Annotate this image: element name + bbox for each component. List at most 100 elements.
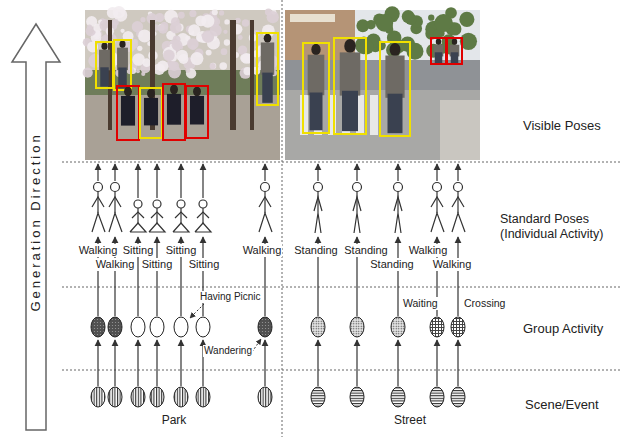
- pose-label: Walking: [78, 244, 119, 257]
- layer-arrow: [356, 164, 357, 181]
- layer-label: Standard Poses (Individual Activity): [499, 212, 621, 242]
- layer-arrow: [436, 340, 437, 386]
- figure-stroke: [173, 223, 189, 232]
- pose-label: Sitting: [141, 258, 174, 271]
- scene-event-circle: [258, 387, 272, 407]
- group-activity-circle: [174, 317, 188, 337]
- figure-stroke: [197, 212, 209, 218]
- figure-stroke: [452, 213, 465, 232]
- figure-stroke: [92, 213, 105, 232]
- street-photo: [285, 6, 480, 160]
- group-activity-circle: [131, 317, 145, 337]
- stick-figure: [109, 183, 122, 233]
- pose-label: Walking: [95, 258, 136, 271]
- detection-box: [431, 38, 446, 64]
- layer-arrow: [180, 340, 181, 386]
- figure-stroke: [354, 213, 360, 233]
- figure-stroke: [353, 197, 361, 211]
- callout-arrow: [252, 339, 261, 352]
- group-activity-circle: [91, 317, 105, 337]
- layer-arrow: [397, 340, 398, 386]
- pose-label: Standing: [343, 244, 388, 257]
- layer-label: Visible Poses: [522, 118, 602, 134]
- figure-stroke: [195, 223, 211, 232]
- scene-event-circle: [430, 387, 444, 407]
- layer-arrow: [97, 340, 98, 386]
- detection-box: [186, 86, 208, 138]
- stick-figure: [173, 200, 189, 232]
- layer-arrow: [137, 164, 138, 198]
- layer-arrow: [156, 237, 157, 316]
- figure-stroke: [130, 223, 146, 232]
- scene-event-circle: [131, 387, 145, 407]
- figure-stroke: [132, 212, 144, 218]
- layer-arrow: [114, 340, 115, 386]
- scene-event-circle: [174, 387, 188, 407]
- detection-box: [117, 86, 139, 140]
- layer-arrow: [457, 164, 458, 181]
- activity-callout: Wandering: [203, 345, 253, 357]
- figure-stroke: [395, 213, 401, 233]
- figure-stroke: [394, 197, 402, 211]
- scene-event-circle: [391, 387, 405, 407]
- group-activity-circle: [391, 317, 405, 337]
- group-activity-circle: [150, 317, 164, 337]
- activity-callout: Having Picnic: [199, 291, 262, 303]
- figure-stroke: [175, 212, 187, 218]
- group-activity-circle: [350, 317, 364, 337]
- activity-callout: Waiting: [402, 297, 439, 310]
- layer-arrow: [114, 164, 115, 181]
- figure-stroke: [452, 197, 464, 207]
- figure-stroke: [431, 213, 444, 232]
- scene-event-circle: [451, 387, 465, 407]
- stick-figure: [195, 200, 211, 232]
- pose-label: Sitting: [122, 244, 155, 257]
- pose-label: Standing: [369, 258, 414, 271]
- stick-figure: [431, 183, 444, 233]
- detection-box: [114, 40, 131, 90]
- layer-arrow: [264, 340, 265, 386]
- scene-event-circle: [350, 387, 364, 407]
- detection-box: [140, 88, 162, 138]
- activity-callout: Crossing: [463, 297, 506, 310]
- scene-divider: [282, 0, 283, 437]
- park-photo: [83, 6, 280, 160]
- figure-stroke: [259, 197, 271, 207]
- layer-label: Group Activity: [522, 321, 604, 337]
- figure-stroke: [436, 192, 437, 214]
- layer-arrow: [317, 340, 318, 386]
- layer-arrow: [457, 237, 458, 316]
- pose-label: Walking: [242, 244, 283, 257]
- figure-stroke: [457, 192, 458, 214]
- layer-arrow: [202, 164, 203, 198]
- group-activity-circle: [196, 317, 210, 337]
- figure-stroke: [356, 192, 357, 214]
- layer-divider: [62, 370, 620, 371]
- stick-figure: [149, 200, 165, 232]
- stick-figure: [92, 183, 105, 233]
- figure-stroke: [109, 197, 121, 207]
- layer-divider: [62, 162, 620, 163]
- group-activity-circle: [451, 317, 465, 337]
- figure-stroke: [264, 192, 265, 214]
- stick-figure: [130, 200, 146, 232]
- layer-arrow: [397, 237, 398, 316]
- figure-stroke: [109, 213, 122, 232]
- layer-arrow: [156, 164, 157, 198]
- detection-box: [163, 84, 185, 140]
- generation-arrow: [12, 24, 60, 430]
- layer-arrow: [156, 340, 157, 386]
- layer-arrow: [436, 164, 437, 181]
- scene-event-circle: [108, 387, 122, 407]
- group-activity-circle: [430, 317, 444, 337]
- scene-event-circle: [150, 387, 164, 407]
- scene-event-circle: [196, 387, 210, 407]
- pose-figures: [91, 164, 465, 407]
- stick-figure: [394, 183, 403, 234]
- figure-stroke: [149, 223, 165, 232]
- figure-stroke: [151, 212, 163, 218]
- stick-figure: [314, 183, 323, 234]
- layer-label: Scene/Event: [524, 397, 600, 413]
- detection-box: [303, 43, 329, 133]
